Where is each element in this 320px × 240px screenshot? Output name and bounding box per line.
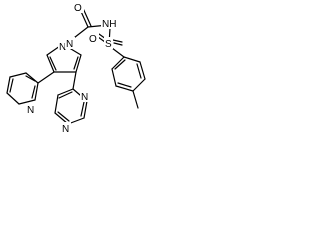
atom-n-pyrazole: N <box>66 39 73 50</box>
atom-n-imine: N <box>59 42 66 53</box>
atom-o-sulfonyl: O <box>89 34 97 45</box>
atom-n-pyrimidine-top: N <box>81 92 88 103</box>
tolyl-ring <box>111 56 146 109</box>
atom-sulfur: S <box>105 39 112 50</box>
atom-labels: N N O NH O S N N N <box>26 1 119 135</box>
atom-n-pyridine: N <box>27 105 34 116</box>
atom-n-pyrimidine-bottom: N <box>62 124 69 135</box>
pyrazole-ring <box>46 45 82 73</box>
chemical-structure: N N O NH O S N N N <box>6 1 146 135</box>
atom-n-amide: NH <box>102 19 116 30</box>
pyridinyl-ring <box>6 71 55 105</box>
atom-o-carbonyl: O <box>74 3 82 14</box>
